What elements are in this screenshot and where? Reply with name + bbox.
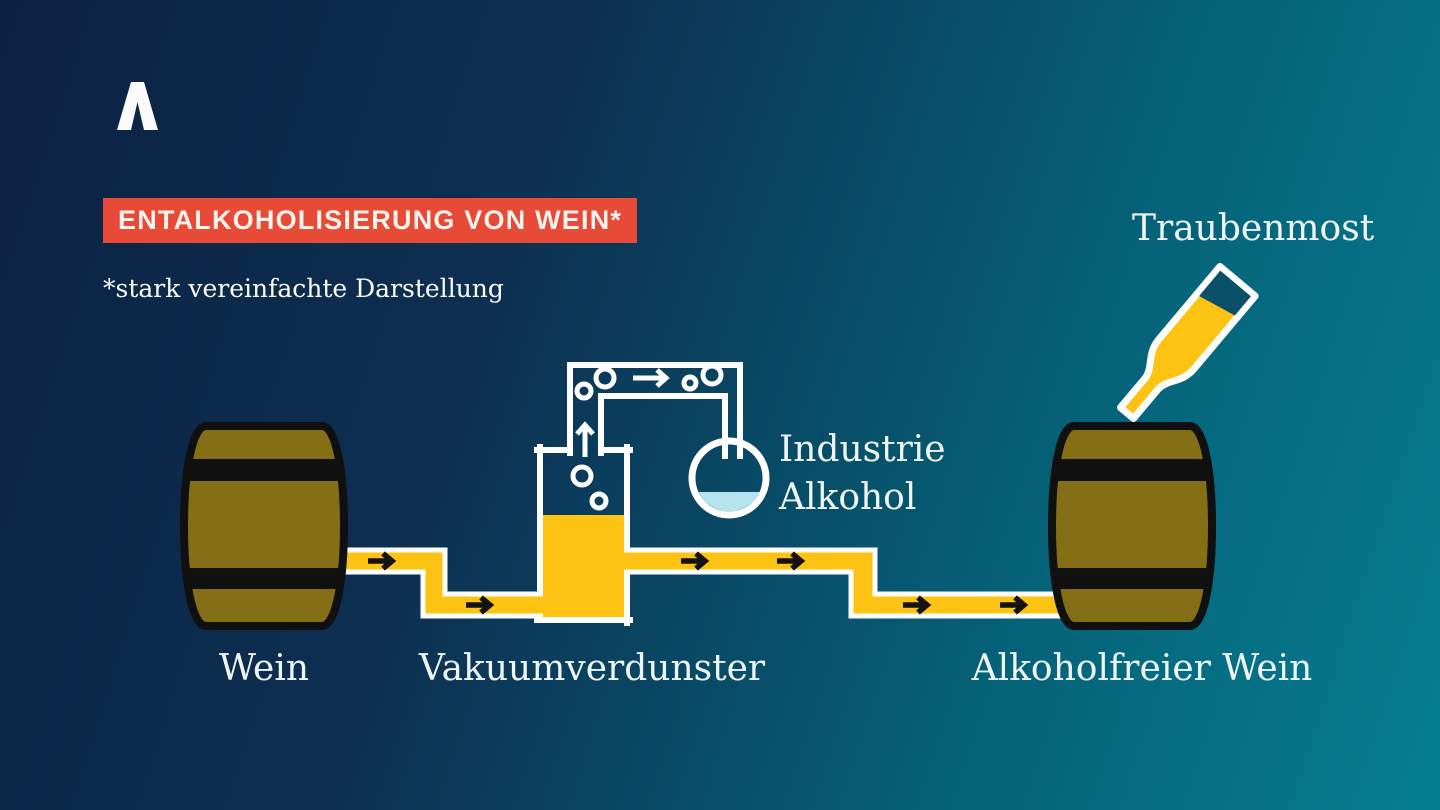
duct-outer-line [567, 362, 743, 459]
label-grape-must: Traubenmost [1132, 208, 1375, 249]
barrel-body [180, 422, 348, 630]
bottle-air-gap [1199, 270, 1251, 316]
barrel-bands [184, 459, 344, 589]
label-alcohol-free-wine: Alkoholfreier Wein [971, 648, 1313, 689]
bubble-icon [589, 491, 609, 511]
title-banner: ENTALKOHOLISIERUNG VON WEIN* [103, 198, 638, 243]
flow-arrow-icon [1000, 595, 1029, 615]
barrel-icon [1048, 426, 1218, 626]
flow-arrow-icon [368, 551, 397, 571]
bottle-icon [1116, 262, 1259, 422]
flask-icon [688, 437, 770, 519]
flow-arrow-icon [903, 595, 932, 615]
vapor-duct [567, 362, 743, 459]
label-industrial-alcohol: Industrie Alkohol [779, 429, 946, 518]
caret-icon [117, 82, 158, 130]
footnote: *stark vereinfachte Darstellung [103, 274, 504, 303]
tank-icon [534, 421, 633, 626]
duct-inner-line [598, 393, 728, 459]
bubble-icon [593, 366, 617, 390]
label-wine: Wein [218, 648, 310, 689]
flow-arrows [368, 551, 1029, 615]
label-vacuum-evaporator: Vakuumverdunster [418, 648, 766, 689]
bubble-icon [570, 464, 594, 488]
bubble-icon [574, 381, 594, 401]
vapor-right-arrow-icon [633, 368, 670, 388]
barrel-icon [180, 422, 348, 630]
page-title: ENTALKOHOLISIERUNG VON WEIN* [118, 205, 623, 235]
flask-liquid [698, 492, 760, 512]
tank-outline [534, 444, 633, 626]
flow-arrow-icon [466, 595, 495, 615]
bubble-icon [681, 374, 699, 392]
pipe-wine-to-evaporator [317, 547, 563, 619]
bubble-icon [700, 363, 724, 387]
tank-liquid [543, 515, 624, 617]
flow-arrow-icon [681, 551, 710, 571]
flask-glass [688, 437, 770, 519]
vapor-up-arrow-icon [575, 421, 595, 457]
flow-arrow-icon [777, 551, 806, 571]
